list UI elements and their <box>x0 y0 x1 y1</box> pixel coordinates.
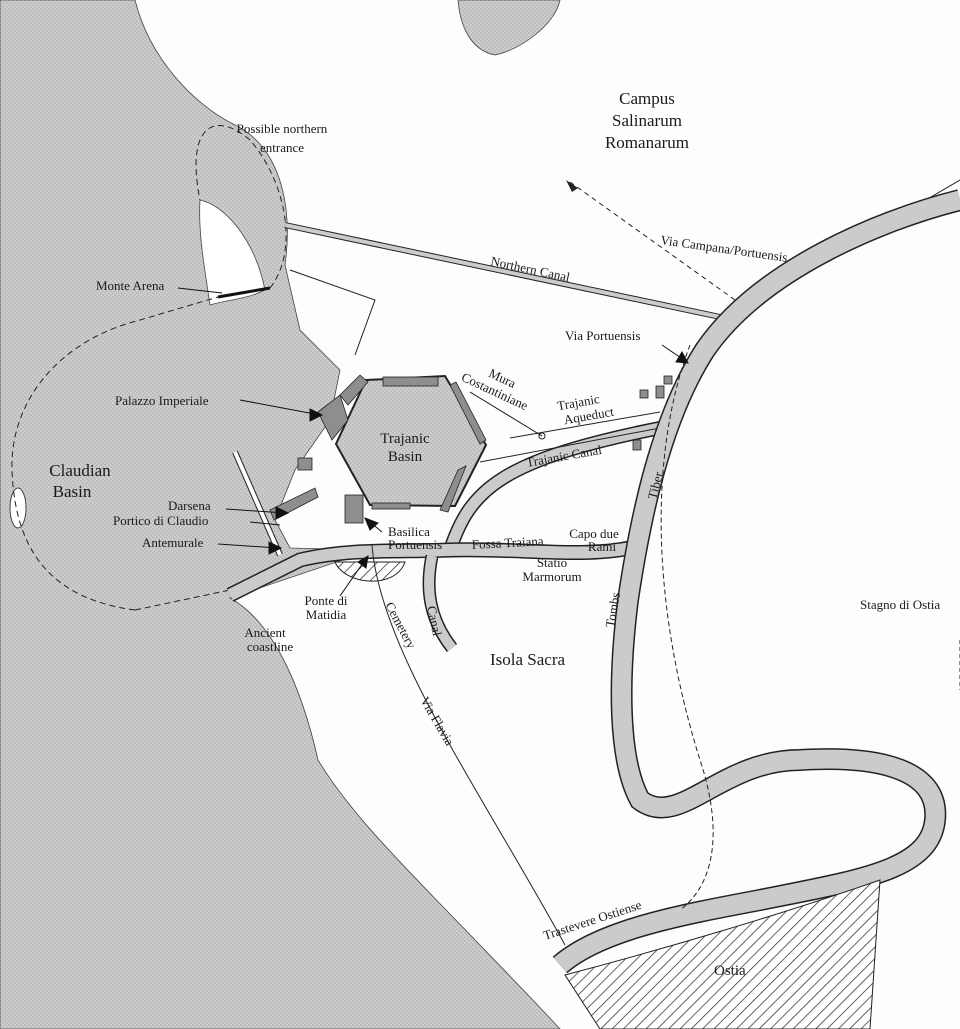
label-canal: Canal <box>424 605 445 638</box>
monte-arena-ridge <box>217 286 271 299</box>
trajanic-aqueduct-line <box>479 411 661 463</box>
label-monte-arena: Monte Arena <box>96 278 164 293</box>
arrow-icon <box>566 180 578 192</box>
claudian-basin-outline <box>11 125 287 611</box>
label-darsena: Darsena <box>168 498 211 513</box>
label-ostia: Ostia <box>714 963 746 979</box>
sea <box>0 0 561 1029</box>
label-stagno: Stagno di Ostia <box>860 597 940 612</box>
monte-arena-patch <box>199 199 266 306</box>
label-via-flavia: Via Flavia <box>417 694 457 748</box>
ostia-area <box>564 879 881 1029</box>
label-tiber: Tiber <box>644 469 666 500</box>
label-tombs: Tombs <box>602 591 623 628</box>
tiber-river <box>552 189 960 974</box>
label-northern-canal: Northern Canal <box>489 253 571 284</box>
label-mura: MuraCostantiniane <box>459 356 537 413</box>
label-isola-sacra: Isola Sacra <box>490 650 566 669</box>
label-arrows <box>177 287 689 597</box>
label-cemetery: Cemetery <box>382 599 419 651</box>
via-portuensis-road <box>660 344 714 911</box>
island <box>9 487 27 529</box>
ponte-di-matidia-area <box>334 561 406 582</box>
via-flavia-road <box>371 544 566 946</box>
label-antemurale: Antemurale <box>142 535 204 550</box>
gray-area-top <box>457 0 561 56</box>
harbour-edge <box>289 269 376 356</box>
trajanic-basin <box>334 374 488 508</box>
structures <box>269 374 673 524</box>
label-via-campana: Via Campana/Portuensis <box>660 232 789 265</box>
label-fossa-traiana: Fossa Traiana <box>471 533 544 552</box>
label-portico: Portico di Claudio <box>113 513 208 528</box>
label-via-portuensis: Via Portuensis <box>565 328 640 343</box>
via-campana-road <box>569 181 736 301</box>
label-palazzo: Palazzo Imperiale <box>115 393 209 408</box>
label-aqueduct: TrajanicAqueduct <box>556 389 615 428</box>
